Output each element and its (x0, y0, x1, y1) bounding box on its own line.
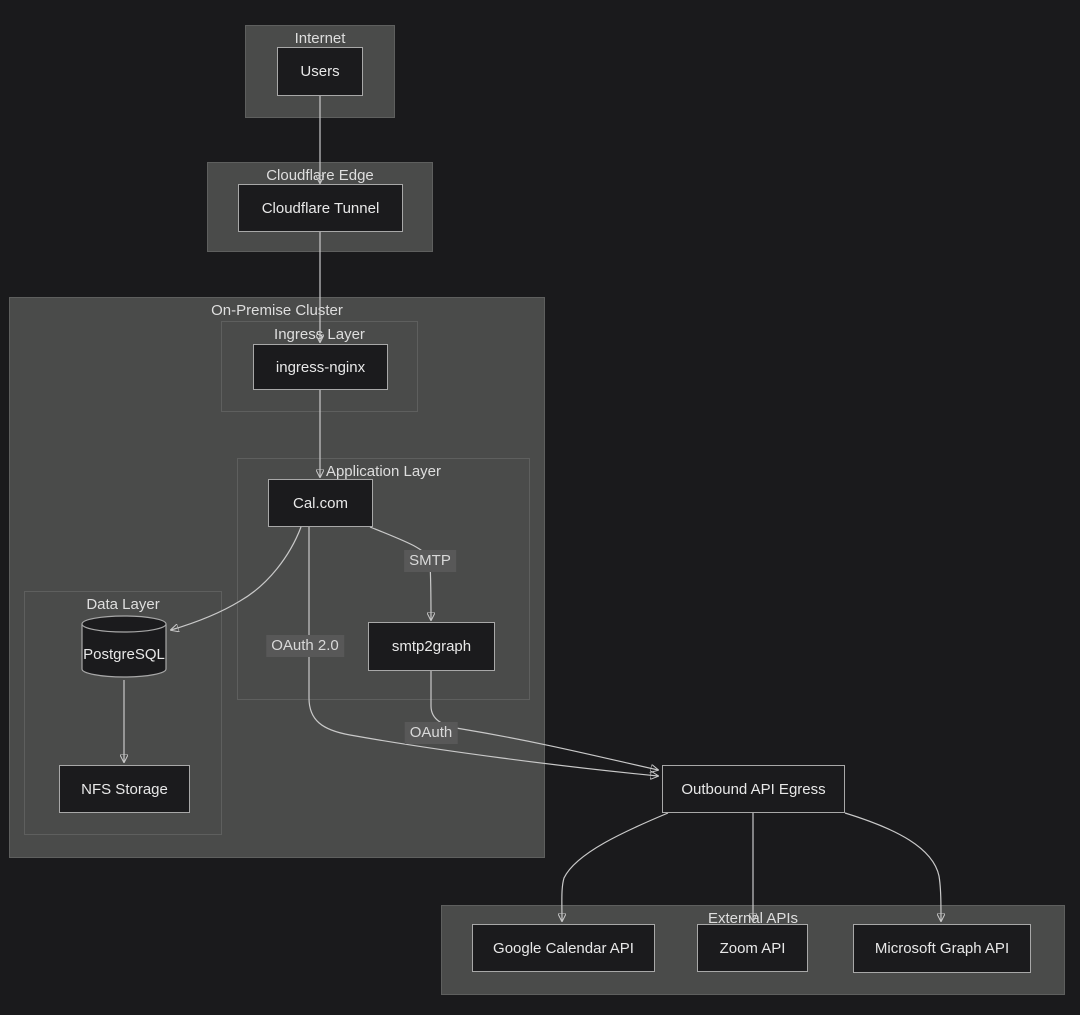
node-label-ingress-nginx: ingress-nginx (275, 358, 366, 376)
edge-label-oauth-2-0: OAuth 2.0 (266, 635, 344, 657)
node-label-cloudflare-tunnel: Cloudflare Tunnel (261, 199, 380, 217)
node-label-postgresql: PostgreSQL (83, 645, 165, 663)
edge-label-smtp: SMTP (404, 550, 456, 572)
node-ingress-nginx: ingress-nginx (253, 344, 388, 390)
edge-cal-com-outbound (308, 527, 658, 776)
edge-cal-com-smtp2graph (369, 526, 431, 620)
node-smtp2graph: smtp2graph (368, 622, 495, 671)
node-label-nfs-storage: NFS Storage (81, 780, 168, 798)
node-users: Users (277, 47, 363, 96)
node-label-zoom-api: Zoom API (719, 939, 786, 957)
node-label-smtp2graph: smtp2graph (391, 638, 472, 655)
node-nfs-storage: NFS Storage (59, 765, 190, 813)
node-label-users: Users (300, 63, 340, 80)
node-zoom-api: Zoom API (697, 924, 808, 972)
node-label-cal-com: Cal.com (292, 494, 348, 512)
edge-smtp2graph-outbound (430, 671, 658, 770)
edge-label-oauth: OAuth (404, 722, 458, 744)
container-title-internet: Internet (294, 30, 346, 47)
node-microsoft-graph-api: Microsoft Graph API (853, 924, 1031, 973)
database-cylinder-icon (81, 615, 167, 678)
node-google-calendar-api: Google Calendar API (472, 924, 655, 972)
edge-outbound-microsoft-graph (844, 812, 941, 921)
edge-outbound-google-calendar (562, 812, 669, 921)
node-label-outbound-api-egress: Outbound API Egress (681, 780, 826, 798)
container-title-application-layer: Application Layer (325, 463, 442, 480)
node-outbound-api-egress: Outbound API Egress (662, 765, 845, 813)
node-postgresql: PostgreSQL (80, 614, 168, 680)
node-label-google-calendar-api: Google Calendar API (493, 939, 634, 957)
container-title-data-layer: Data Layer (86, 596, 160, 613)
container-title-on-premise-cluster: On-Premise Cluster (211, 302, 343, 319)
node-cloudflare-tunnel: Cloudflare Tunnel (238, 184, 403, 232)
node-label-microsoft-graph-api: Microsoft Graph API (874, 940, 1010, 957)
edge-cal-com-postgresql (171, 526, 302, 630)
node-cal-com: Cal.com (268, 479, 373, 527)
